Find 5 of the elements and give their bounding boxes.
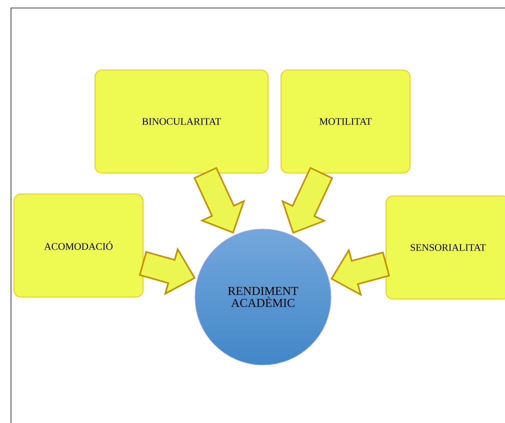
rounded-box: MOTILITAT <box>280 70 410 174</box>
rounded-box: BINOCULARITAT <box>94 70 268 174</box>
rounded-box: ACOMODACIÓ <box>14 194 144 298</box>
block-arrow <box>138 247 196 296</box>
rounded-box: SENSORIALITAT <box>386 196 505 300</box>
